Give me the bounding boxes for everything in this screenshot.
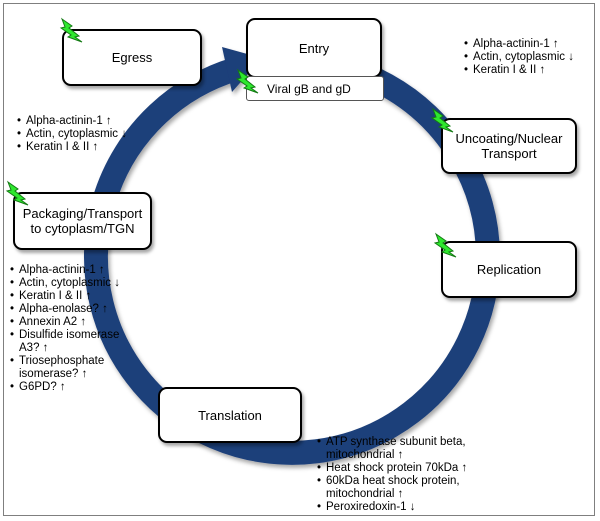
entry-protein-item: Alpha-actinin-1 ↑ [464,38,589,51]
stage-packaging-label: Packaging/Transport to cytoplasm/TGN [22,206,143,236]
packaging-protein-item: Triosephosphate isomerase? ↑ [10,355,125,381]
packaging-protein-list: Alpha-actinin-1 ↑Actin, cytoplasmic ↓Ker… [10,264,125,394]
stage-entry-label: Entry [298,40,330,56]
packaging-protein-item: Alpha-actinin-1 ↑ [10,264,125,277]
lightning-bolt-icon [59,17,83,43]
entry-protein-item: Keratin I & II ↑ [464,64,589,77]
lightning-bolt-icon [433,232,457,258]
stage-egress-label: Egress [111,50,153,65]
stage-replication: Replication [441,241,577,298]
viral-glycoproteins-box: Viral gB and gD [246,76,384,101]
viral-glycoproteins-label: Viral gB and gD [267,81,351,96]
stage-uncoating: Uncoating/Nuclear Transport [441,118,577,174]
lightning-bolt-icon [5,180,29,206]
packaging-protein-item: Disulfide isomerase A3? ↑ [10,329,125,355]
translation-protein-item: Heat shock protein 70kDa ↑ [317,462,507,475]
stage-translation-label: Translation [198,407,262,423]
entry-protein-list: Alpha-actinin-1 ↑Actin, cytoplasmic ↓Ker… [464,38,589,77]
lightning-bolt-icon [430,107,454,133]
translation-protein-list: ATP synthase subunit beta, mitochondrial… [317,436,507,514]
packaging-protein-item: Annexin A2 ↑ [10,316,125,329]
egress-protein-item: Actin, cytoplasmic ↓ [17,128,157,141]
packaging-protein-item: Keratin I & II ↑ [10,290,125,303]
lightning-bolt-icon [235,68,259,94]
egress-protein-item: Alpha-actinin-1 ↑ [17,115,157,128]
stage-packaging: Packaging/Transport to cytoplasm/TGN [13,192,152,250]
translation-protein-item: 60kDa heat shock protein, mitochondrial … [317,475,507,501]
stage-entry: Entry [246,18,382,78]
egress-protein-item: Keratin I & II ↑ [17,141,157,154]
translation-protein-item: ATP synthase subunit beta, mitochondrial… [317,436,507,462]
stage-egress: Egress [62,29,202,86]
egress-protein-list: Alpha-actinin-1 ↑Actin, cytoplasmic ↓Ker… [17,115,157,154]
packaging-protein-item: Alpha-enolase? ↑ [10,303,125,316]
stage-replication-label: Replication [476,262,542,277]
packaging-protein-item: Actin, cytoplasmic ↓ [10,277,125,290]
stage-translation: Translation [158,387,302,443]
entry-protein-item: Actin, cytoplasmic ↓ [464,51,589,64]
packaging-protein-item: G6PD? ↑ [10,381,125,394]
translation-protein-item: Peroxiredoxin-1 ↓ [317,501,507,514]
stage-uncoating-label: Uncoating/Nuclear Transport [455,131,563,161]
